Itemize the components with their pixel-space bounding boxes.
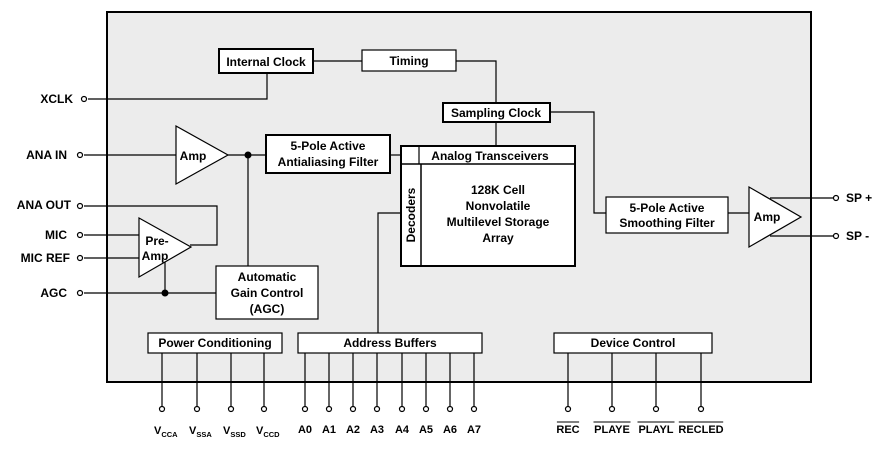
smoothing-filter-line2: Smoothing Filter <box>619 216 715 230</box>
antialiasing-filter-line2: Antialiasing Filter <box>278 155 379 169</box>
pin-agc: AGC <box>40 286 67 300</box>
output-amp-triangle <box>748 185 803 249</box>
pin-address-0-terminal <box>301 405 309 413</box>
wires <box>84 60 836 333</box>
sampling-clock-label: Sampling Clock <box>451 106 541 120</box>
pin-sp-minus: SP - <box>846 229 869 243</box>
pin-xclk: XCLK <box>40 92 73 106</box>
junction-dot <box>161 289 169 297</box>
pin-control-label-3: RECLED <box>678 424 723 436</box>
address-buffers-label: Address Buffers <box>343 336 437 350</box>
pin-address-label-1: A1 <box>322 424 336 436</box>
pin-address-label-7: A7 <box>467 424 481 436</box>
pin-address-label-3: A3 <box>370 424 384 436</box>
pin-power-label-2: VSSD <box>223 425 246 439</box>
pin-address-label-0: A0 <box>298 424 312 436</box>
smoothing-filter-block <box>605 196 729 234</box>
pin-ana-in: ANA IN <box>26 148 67 162</box>
address-buffers-block <box>297 332 483 354</box>
preamp-line1: Pre- <box>145 234 168 248</box>
storage-array-line1: 128K Cell <box>471 183 525 197</box>
pin-mic: MIC <box>45 228 67 242</box>
pin-power-sub-3: CCD <box>263 430 280 439</box>
power-conditioning-block <box>147 332 283 354</box>
pin-control-2-terminal <box>652 405 660 413</box>
pin-control-0-terminal <box>564 405 572 413</box>
pin-power-label-1: VSSA <box>189 425 212 439</box>
storage-array-block <box>400 145 576 267</box>
analog-transceivers-label: Analog Transceivers <box>431 149 549 163</box>
storage-array-line2: Nonvolatile <box>466 199 531 213</box>
agc-line3: (AGC) <box>250 302 285 316</box>
input-amp-triangle <box>175 124 230 186</box>
preamp-triangle <box>138 216 193 279</box>
timing-label: Timing <box>389 54 428 68</box>
pin-sp-plus: SP + <box>846 191 872 205</box>
pin-power-3-terminal <box>260 405 268 413</box>
antialiasing-filter-line1: 5-Pole Active <box>291 139 366 153</box>
storage-array-line4: Array <box>482 231 514 245</box>
pin-mic-ref: MIC REF <box>21 251 70 265</box>
pin-power-1-terminal <box>193 405 201 413</box>
pin-power-2-terminal <box>227 405 235 413</box>
pin-control-label-1: PLAYE <box>594 424 630 436</box>
pin-address-5-terminal <box>422 405 430 413</box>
storage-array-line3: Multilevel Storage <box>447 215 550 229</box>
internal-clock-label: Internal Clock <box>226 55 306 69</box>
pin-power-label-3: VCCD <box>256 425 280 439</box>
pin-address-3-terminal <box>373 405 381 413</box>
bottom-pins: VCCA VSSA VSSD VCCD A0 A1 A2 A3 A4 A5 A6 A7 REC PLAYE… <box>154 353 724 439</box>
internal-clock-block <box>218 48 314 74</box>
pin-address-1-terminal <box>325 405 333 413</box>
left-pins: XCLK ANA IN ANA OUT MIC MIC REF AGC <box>17 92 88 300</box>
pin-address-label-2: A2 <box>346 424 360 436</box>
input-amp-label: Amp <box>180 149 207 163</box>
power-conditioning-label: Power Conditioning <box>158 336 271 350</box>
sampling-clock-block <box>442 102 551 123</box>
pin-address-2-terminal <box>349 405 357 413</box>
pin-power-sub-0: CCA <box>161 430 178 439</box>
pin-power-sub-1: SSA <box>196 430 212 439</box>
pin-power-sub-2: SSD <box>230 430 246 439</box>
device-control-label: Device Control <box>591 336 676 350</box>
pin-control-3-terminal <box>697 405 705 413</box>
pin-ana-out: ANA OUT <box>17 198 72 212</box>
preamp-line2: Amp <box>142 249 169 263</box>
pin-control-label-0: REC <box>556 424 579 436</box>
timing-block <box>361 49 457 72</box>
pin-control-label-2: PLAYL <box>638 424 673 436</box>
agc-line1: Automatic <box>238 270 297 284</box>
pin-power-label-0: VCCA <box>154 425 178 439</box>
pin-control-1-terminal <box>608 405 616 413</box>
decoders-label: Decoders <box>404 187 418 242</box>
pin-address-label-6: A6 <box>443 424 457 436</box>
junction-dot <box>244 151 252 159</box>
right-pins: SP + SP - <box>832 191 872 243</box>
pin-address-7-terminal <box>470 405 478 413</box>
pin-address-label-4: A4 <box>395 424 410 436</box>
pin-address-6-terminal <box>446 405 454 413</box>
device-control-block <box>553 332 713 354</box>
pin-power-0-terminal <box>158 405 166 413</box>
pin-address-label-5: A5 <box>419 424 433 436</box>
agc-block <box>215 265 319 320</box>
smoothing-filter-line1: 5-Pole Active <box>630 201 705 215</box>
agc-line2: Gain Control <box>231 286 304 300</box>
output-amp-label: Amp <box>754 210 781 224</box>
pin-address-4-terminal <box>398 405 406 413</box>
antialiasing-filter-block <box>265 134 391 174</box>
